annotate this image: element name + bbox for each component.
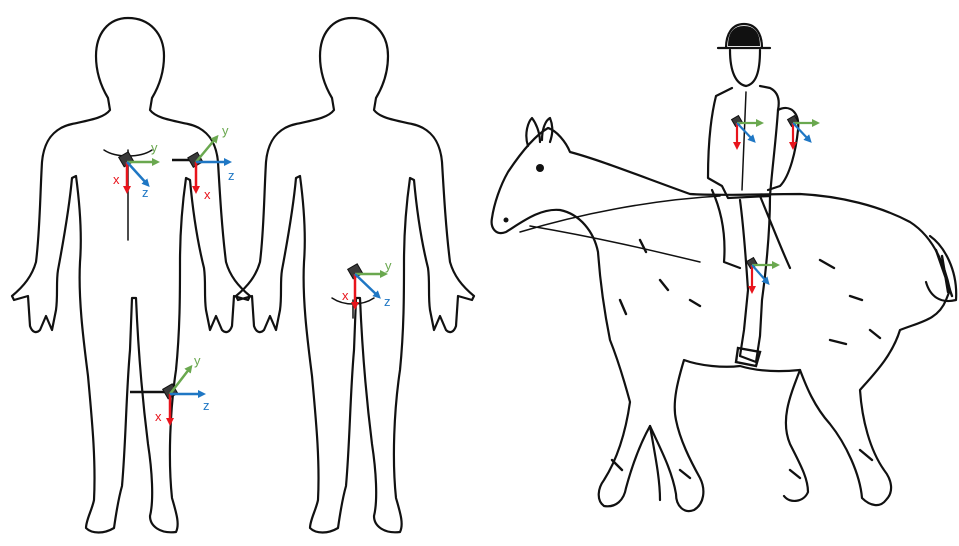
- z-axis-arrow: [355, 274, 378, 296]
- sensor-rider-thigh: [747, 258, 776, 290]
- z-axis-label: z: [228, 168, 235, 183]
- z-axis-arrow: [127, 162, 147, 184]
- z-axis-label: z: [384, 294, 391, 309]
- x-axis-label: x: [342, 288, 349, 303]
- y-axis-arrow: [170, 368, 190, 394]
- sensor-rider-upper-arm: [788, 116, 816, 146]
- x-axis-label: x: [113, 172, 120, 187]
- y-axis-label: y: [151, 140, 158, 155]
- horse-and-rider-illustration: [492, 24, 957, 511]
- y-axis-arrow: [196, 138, 216, 162]
- z-axis-label: z: [142, 185, 149, 200]
- z-axis-arrow: [793, 123, 809, 140]
- y-axis-label: y: [194, 353, 201, 368]
- y-axis-label: y: [385, 258, 392, 273]
- x-axis-label: x: [155, 409, 162, 424]
- z-axis-label: z: [203, 398, 210, 413]
- y-axis-label: y: [222, 123, 229, 138]
- sensor-front-upper-arm: x y z: [172, 123, 235, 202]
- x-axis-label: x: [204, 187, 211, 202]
- human-front-outline: [12, 18, 250, 533]
- sensor-rider-chest: [732, 116, 760, 146]
- sensor-front-chest: x y z: [113, 140, 158, 200]
